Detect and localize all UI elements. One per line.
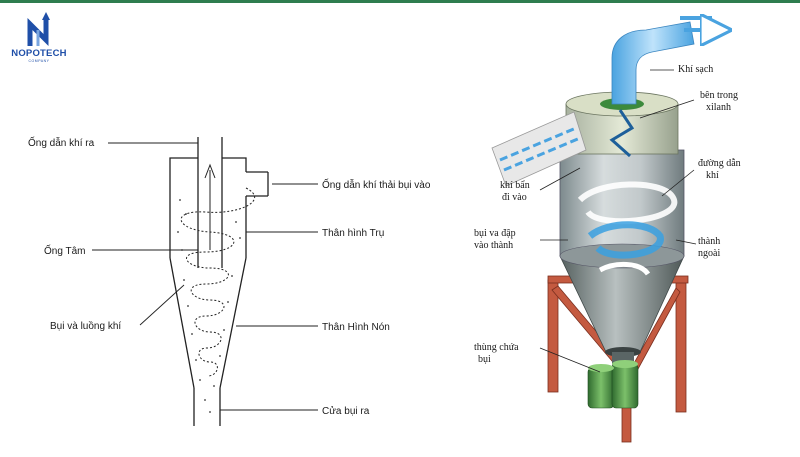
cylinder-body-shape bbox=[169, 157, 247, 258]
inlet-duct-3d bbox=[491, 111, 587, 187]
label-dust-hit-line2: vào thành bbox=[474, 240, 513, 251]
label-guide-line2: khí bbox=[706, 170, 719, 181]
label-hopper-line2: bụi bbox=[478, 354, 491, 365]
nopotech-logo: NOPOTECH COMPANY bbox=[8, 10, 70, 66]
label-clean-air: Khí sạch bbox=[678, 64, 713, 75]
cone-body-shape bbox=[169, 257, 247, 389]
label-cylinder-body: Thân hình Trụ bbox=[322, 228, 384, 239]
logo-name: NOPOTECH bbox=[11, 48, 67, 59]
top-accent-line bbox=[0, 0, 800, 3]
label-dirty-in-line1: khí bẩn bbox=[500, 180, 530, 191]
label-center-tube: Ống Tâm bbox=[44, 243, 86, 257]
cyclone-schematic bbox=[92, 137, 318, 426]
logo-mark-icon bbox=[27, 12, 50, 47]
label-cone-body: Thân Hình Nón bbox=[322, 322, 390, 333]
inlet-duct-shape bbox=[246, 171, 269, 197]
cylinder-shape bbox=[559, 149, 685, 257]
label-inlet-pipe: Ống dẫn khí thải bụi vào bbox=[322, 177, 431, 191]
center-tube-shape bbox=[197, 137, 223, 268]
logo-subtitle: COMPANY bbox=[28, 59, 50, 63]
cone-shape bbox=[559, 255, 685, 353]
label-dust-outlet: Cửa bụi ra bbox=[322, 405, 370, 417]
label-dust-hit-line1: bụi va đập bbox=[474, 228, 516, 239]
outlet-pipe-3d bbox=[611, 21, 695, 105]
label-guide-line1: đường dẫn bbox=[698, 158, 741, 169]
label-hopper-line1: thùng chứa bbox=[474, 342, 519, 353]
dust-hopper-drums bbox=[587, 360, 639, 409]
leader-dust-airflow bbox=[139, 284, 185, 326]
label-outer-wall-line1: thành bbox=[698, 236, 720, 247]
label-outer-wall-line2: ngoài bbox=[698, 248, 720, 259]
label-outlet-pipe: Ống dẫn khí ra bbox=[28, 135, 95, 149]
label-dust-airflow: Bụi và luồng khí bbox=[50, 320, 121, 332]
label-dirty-in-line2: đi vào bbox=[502, 192, 527, 203]
cyclone-3d-illustration bbox=[491, 18, 716, 443]
label-inside-line2: xilanh bbox=[706, 102, 731, 113]
dust-outlet-shape bbox=[193, 388, 221, 426]
label-inside-line1: bên trong bbox=[700, 90, 738, 101]
dust-spiral bbox=[180, 187, 255, 377]
